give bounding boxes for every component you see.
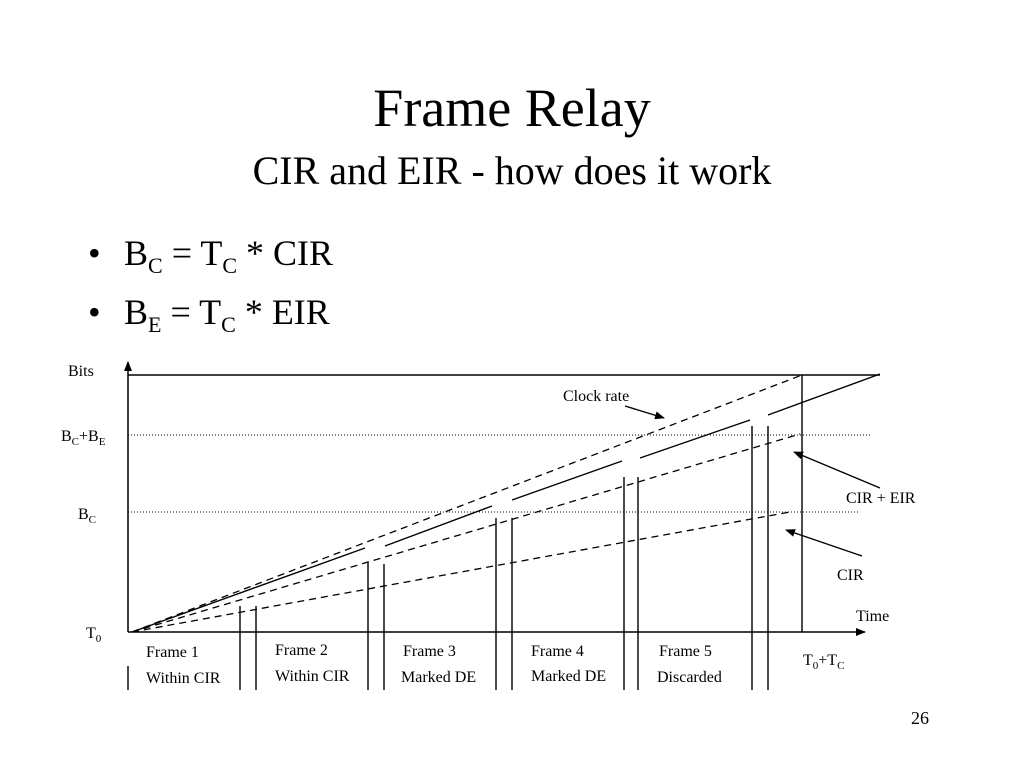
clock-rate-arrow (624, 405, 665, 420)
cir-eir-label: CIR + EIR (846, 490, 916, 507)
frame-1-status: Within CIR (146, 670, 221, 687)
transmission-line (131, 373, 881, 633)
y-axis-label: Bits (68, 363, 94, 380)
x-axis-label: Time (856, 608, 889, 625)
transmission-segment (767, 373, 881, 416)
t0-label: T0 (86, 625, 102, 645)
frame-5-status: Discarded (657, 669, 722, 686)
bullet-dot: • (88, 233, 101, 273)
frame-2-status: Within CIR (275, 668, 350, 685)
cir-eir-line (131, 433, 801, 633)
bc-label: BC (78, 506, 96, 526)
t0-tc-label: T0+TC (803, 652, 844, 672)
frame-4-status: Marked DE (531, 668, 606, 685)
bullet-dot: • (88, 292, 101, 332)
frame-2-name: Frame 2 (275, 642, 328, 659)
cir-eir-arrow (793, 451, 881, 489)
page-number: 26 (911, 708, 929, 728)
bc-be-label: BC+BE (61, 428, 106, 448)
frame-5-name: Frame 5 (659, 643, 712, 660)
frame-4-name: Frame 4 (531, 643, 584, 660)
frame-boundaries (127, 375, 803, 690)
clock-rate-line (131, 374, 803, 633)
bullet-bc-formula: •BC = TC * CIR (88, 233, 334, 278)
transmission-segment (384, 505, 493, 547)
transmission-segment (511, 460, 623, 501)
clock-rate-label: Clock rate (563, 388, 629, 405)
bullet-be-formula: •BE = TC * EIR (88, 292, 330, 337)
frame-3-name: Frame 3 (403, 643, 456, 660)
cir-label: CIR (837, 567, 864, 584)
frame-1-name: Frame 1 (146, 644, 199, 661)
cir-arrow (785, 529, 863, 557)
transmission-segment (131, 547, 366, 633)
transmission-segment (639, 419, 751, 459)
cir-line (131, 511, 791, 633)
slide-subtitle: CIR and EIR - how does it work (252, 148, 772, 193)
frame-3-status: Marked DE (401, 669, 476, 686)
slide-title: Frame Relay (373, 78, 651, 138)
